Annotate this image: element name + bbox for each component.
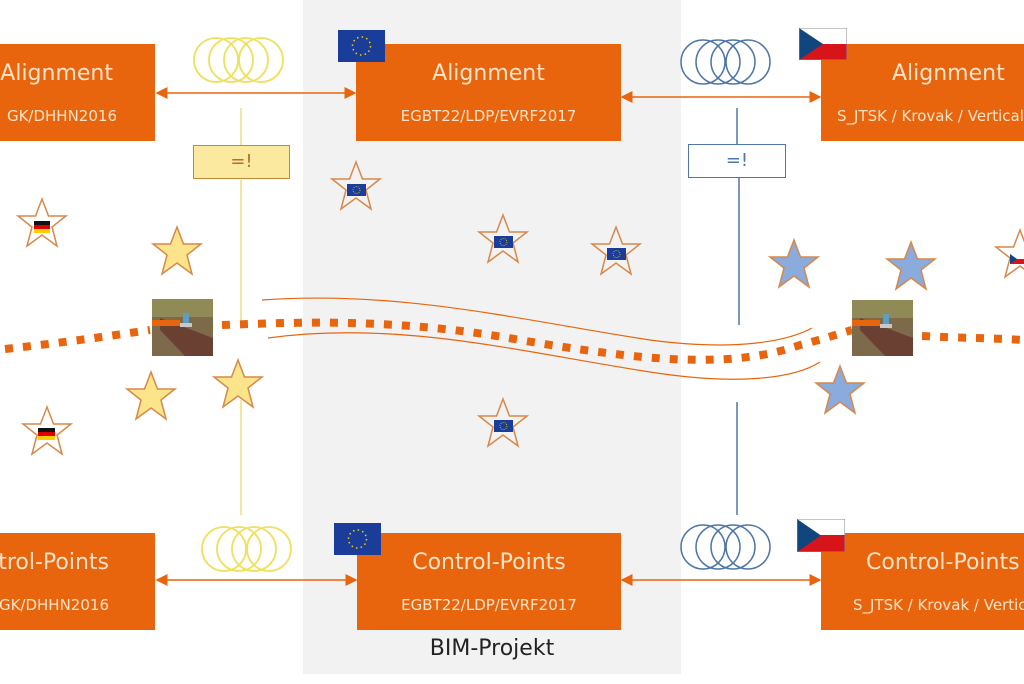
star-cz-3 — [815, 365, 865, 414]
cz-transformation-label: =! — [725, 150, 749, 171]
cz-alignment-subtitle: S_JTSK / Krovak / Vertical — [837, 107, 1024, 125]
de-control-points-subtitle: GK/DHHN2016 — [0, 596, 109, 614]
track-corridor-upper — [261, 297, 813, 346]
eu-flag-icon — [607, 248, 626, 260]
czech-flag-icon — [1010, 254, 1024, 264]
de-control-points-box[interactable]: Control-Points GK/DHHN2016 — [0, 533, 155, 630]
eu-alignment-subtitle: EGBT22/LDP/EVRF2017 — [400, 107, 577, 125]
star-de-1 — [152, 226, 202, 275]
germany-flag-icon — [38, 428, 55, 440]
czech-flag-icon — [799, 28, 847, 60]
track-dotted-center — [221, 318, 854, 364]
de-rings-top-icon — [193, 37, 284, 83]
czech-flag-icon — [797, 519, 845, 552]
star-de-2 — [126, 371, 176, 420]
cz-control-points-box[interactable]: Control-Points S_JTSK / Krovak / Vertica… — [821, 533, 1024, 630]
germany-flag-icon — [34, 221, 50, 233]
eu-alignment-title: Alignment — [432, 61, 545, 86]
cz-alignment-box[interactable]: Alignment S_JTSK / Krovak / Vertical — [821, 44, 1024, 141]
eu-flag-icon — [347, 184, 366, 196]
survey-photo-left — [152, 299, 213, 356]
eu-flag-icon — [494, 420, 513, 432]
track-dotted-right — [921, 332, 1024, 344]
de-rings-bottom-icon — [201, 526, 292, 572]
eu-control-points-title: Control-Points — [412, 550, 566, 575]
track-dotted-left — [4, 326, 151, 353]
star-cz-flag-1 — [995, 229, 1024, 278]
cz-transformation-box: =! — [688, 144, 786, 178]
eu-flag-icon — [334, 523, 381, 555]
eu-flag-icon — [494, 236, 513, 248]
de-alignment-box[interactable]: Alignment GK/DHHN2016 — [0, 44, 155, 141]
star-de-3 — [213, 359, 263, 408]
cz-rings-top-icon — [680, 39, 771, 85]
de-alignment-subtitle: GK/DHHN2016 — [6, 107, 117, 125]
eu-control-points-box[interactable]: Control-Points EGBT22/LDP/EVRF2017 — [357, 533, 621, 630]
star-cz-1 — [769, 239, 819, 288]
eu-control-points-subtitle: EGBT22/LDP/EVRF2017 — [401, 596, 577, 614]
cz-alignment-title: Alignment — [892, 61, 1005, 86]
survey-photo-right — [852, 300, 913, 356]
de-transformation-label: =! — [230, 151, 253, 172]
de-transformation-box: =! — [193, 145, 290, 179]
bim-project-caption: BIM-Projekt — [429, 636, 555, 661]
cz-rings-bottom-icon — [680, 524, 771, 570]
eu-alignment-box[interactable]: Alignment EGBT22/LDP/EVRF2017 — [356, 44, 621, 141]
track-corridor-lower — [267, 332, 821, 380]
eu-flag-icon — [338, 30, 385, 62]
de-control-points-title: Control-Points — [0, 550, 109, 575]
cz-control-points-subtitle: S_JTSK / Krovak / Vertical — [853, 596, 1024, 614]
cz-control-points-title: Control-Points — [866, 550, 1020, 575]
star-cz-2 — [886, 241, 936, 290]
de-alignment-title: Alignment — [0, 61, 113, 86]
